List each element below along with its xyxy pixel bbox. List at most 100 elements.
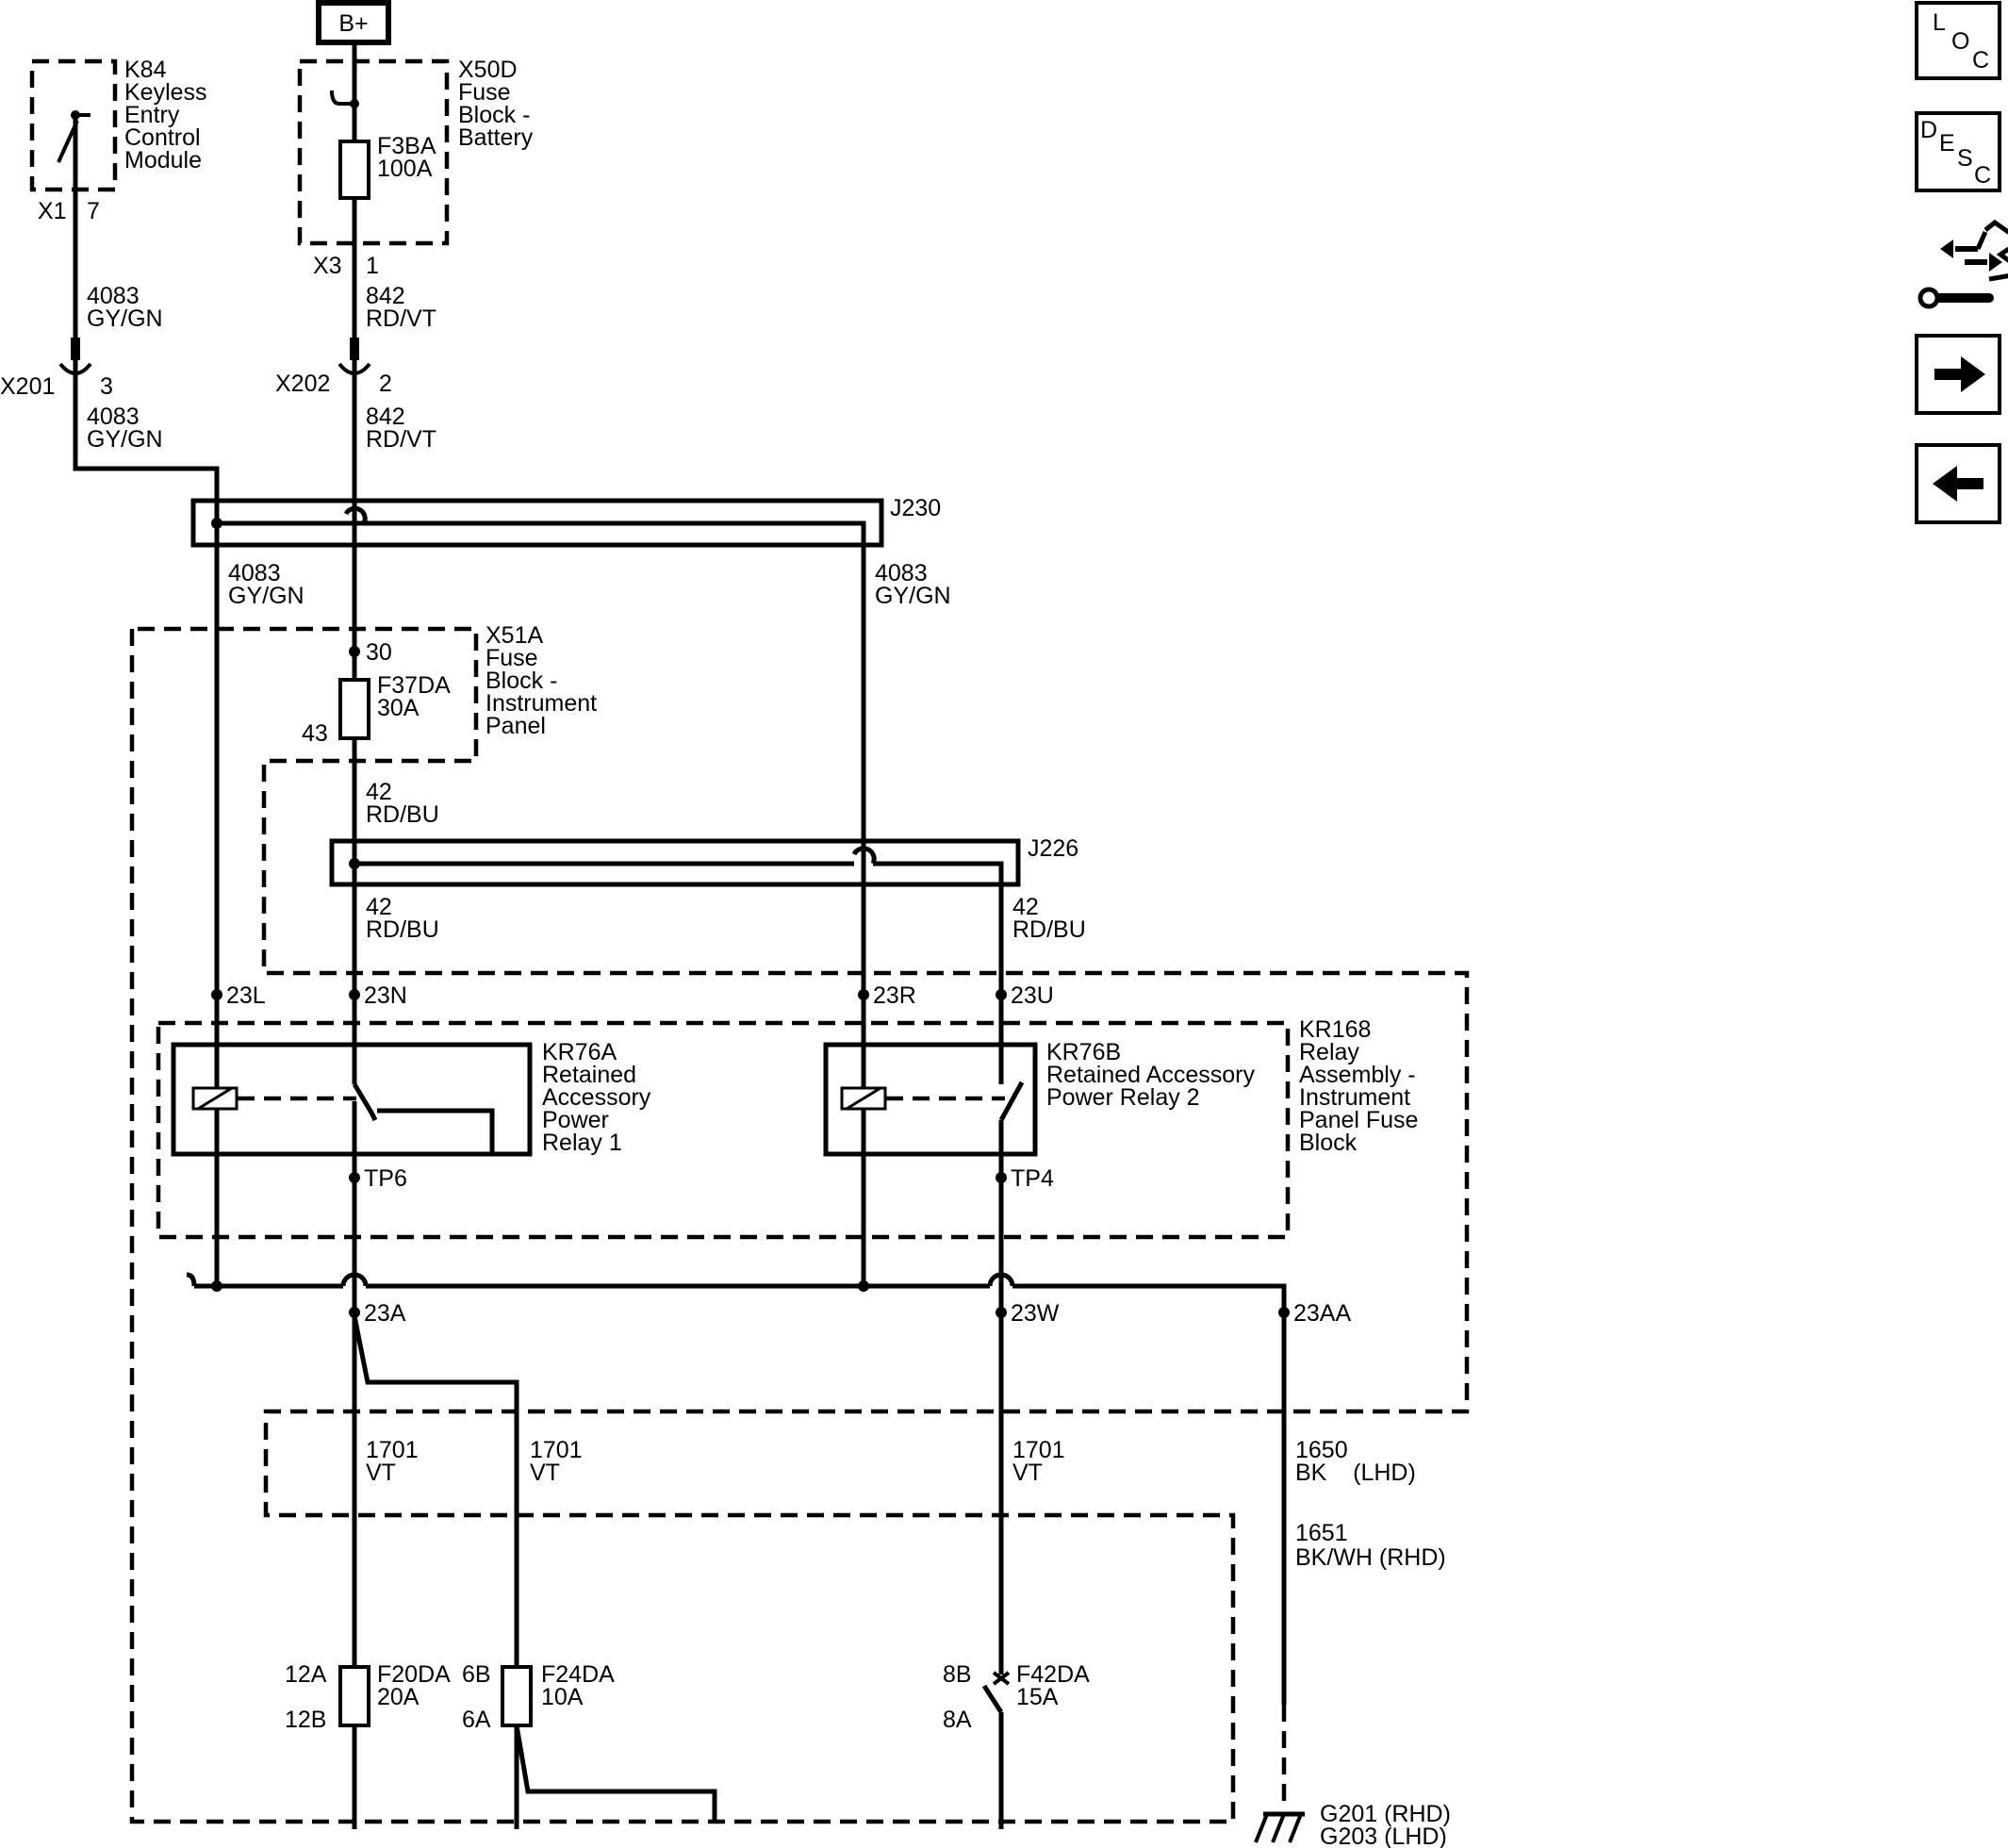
- x51a-pin-in: 30: [366, 639, 392, 666]
- wire-42-left-num: 42: [366, 894, 392, 920]
- battery-label: B+: [338, 10, 368, 37]
- f20da-name: F20DA: [377, 1661, 451, 1688]
- f24da-pin-top: 6B: [462, 1661, 491, 1688]
- k84-module: K84 Keyless Entry Control Module X1 7: [29, 57, 207, 224]
- wire-1650-num: 1650: [1295, 1437, 1348, 1463]
- kr168-label-1: KR168: [1299, 1016, 1371, 1043]
- f20da-pin-top: 12A: [285, 1661, 327, 1688]
- k84-pin: 7: [87, 198, 100, 224]
- wire-1701-c-color: VT: [1012, 1460, 1043, 1486]
- k84-label-2: Keyless: [124, 79, 207, 106]
- next-arrow-icon: [1961, 356, 1985, 392]
- f24da-pin-bottom: 6A: [462, 1707, 491, 1733]
- kr168-label-2: Relay: [1299, 1039, 1359, 1065]
- desc-letter-d: D: [1920, 117, 1937, 143]
- k84-label-5: Module: [124, 147, 202, 173]
- wire-1701-c-num: 1701: [1012, 1437, 1065, 1463]
- loc-button[interactable]: L O C: [1915, 1, 2001, 80]
- f37da-name: F37DA: [377, 672, 451, 699]
- kr168-label: KR168 Relay Assembly - Instrument Panel …: [1299, 1016, 1418, 1156]
- kr168-label-4: Instrument: [1299, 1084, 1410, 1111]
- test-point-tp4: TP4: [1011, 1165, 1054, 1192]
- fuse-f37da: [338, 678, 370, 740]
- f24da-rating: 10A: [541, 1684, 584, 1710]
- fuse-f42da: 8B 8A F42DA 15A: [943, 1661, 1090, 1829]
- inline-connector-x202: X202 2: [275, 338, 392, 397]
- kr76b-label-3: Power Relay 2: [1046, 1084, 1200, 1111]
- loc-letter-o: O: [1951, 28, 1969, 55]
- kr168-label-3: Assembly -: [1299, 1062, 1416, 1088]
- pin-23aa: 23AA: [1293, 1300, 1351, 1327]
- kr76a-label-5: Relay 1: [542, 1130, 622, 1156]
- f42da-pin-top: 8B: [943, 1661, 972, 1688]
- x202-pin: 2: [379, 371, 392, 397]
- relay-kr76b: KR76B Retained Accessory Power Relay 2: [823, 1039, 1255, 1157]
- j226-label: J226: [1028, 835, 1078, 862]
- back-button[interactable]: [1915, 443, 2001, 524]
- wire-42-top-num: 42: [366, 779, 392, 805]
- wire-842-mid-color: RD/VT: [366, 426, 436, 453]
- loc-letter-c: C: [1972, 47, 1989, 74]
- wire-42-right-num: 42: [1012, 894, 1039, 920]
- x201-name: X201: [0, 373, 55, 400]
- x50d-label-3: Block -: [458, 102, 530, 128]
- instrument-panel-fuse-block-outline: [129, 626, 1470, 1824]
- fuse-f24da: 6B 6A F24DA 10A: [462, 1661, 615, 1733]
- connector-repair-icon[interactable]: [1917, 219, 2008, 309]
- wire-1651-num: 1651: [1295, 1520, 1348, 1546]
- x50d-fuse-block: F3BA 100A X50D Fuse Block - Battery X3 1: [297, 57, 534, 279]
- f42da-pin-bottom: 8A: [943, 1707, 972, 1733]
- f20da-rating: 20A: [377, 1684, 420, 1710]
- wire-4083-left-color: GY/GN: [228, 583, 304, 609]
- wire-4083-right-num: 4083: [875, 560, 928, 586]
- pin-23w: 23W: [1011, 1300, 1060, 1327]
- x51a-label-3: Block -: [486, 668, 557, 694]
- fuse-f3ba: [338, 140, 370, 200]
- f42da-name: F42DA: [1016, 1661, 1090, 1688]
- ground-label-1: G201 (RHD): [1320, 1801, 1451, 1827]
- test-point-tp6: TP6: [364, 1165, 407, 1192]
- wire-4083-mid-color: GY/GN: [87, 426, 163, 453]
- x50d-pin: 1: [366, 253, 379, 279]
- fuse-f20da: 12A 12B F20DA 20A: [285, 1661, 451, 1733]
- x50d-label-2: Fuse: [458, 79, 511, 106]
- wire-42-top-color: RD/BU: [366, 801, 439, 828]
- k84-label-4: Control: [124, 124, 201, 151]
- pin-23r: 23R: [873, 982, 916, 1009]
- battery-terminal: B+: [316, 0, 391, 45]
- ground-label-2: G203 (LHD): [1320, 1823, 1447, 1848]
- pin-23n: 23N: [364, 982, 407, 1009]
- x201-pin: 3: [100, 373, 113, 400]
- f3ba-name: F3BA: [377, 133, 436, 159]
- wire-1701-a-color: VT: [366, 1460, 396, 1486]
- relay-kr76a: KR76A Retained Accessory Power Relay 1: [171, 1039, 651, 1157]
- kr168-label-5: Panel Fuse: [1299, 1107, 1418, 1133]
- x50d-label-1: X50D: [458, 57, 518, 83]
- x51a-pin-out: 43: [302, 720, 328, 747]
- x50d-connector: X3: [313, 253, 342, 279]
- wire-4083-right-color: GY/GN: [875, 583, 951, 609]
- pin-23l: 23L: [226, 982, 266, 1009]
- f3ba-rating: 100A: [377, 156, 433, 182]
- x50d-label-4: Battery: [458, 124, 534, 151]
- x51a-label-5: Panel: [486, 713, 546, 739]
- wire-4083-left-num: 4083: [228, 560, 281, 586]
- x51a-fuse-block: 30 F37DA 30A 43 X51A Fuse Block - Instru…: [302, 622, 597, 747]
- wire-1651-color: BK/WH (RHD): [1295, 1544, 1446, 1571]
- x202-name: X202: [275, 371, 330, 397]
- f42da-rating: 15A: [1016, 1684, 1059, 1710]
- wire-4083-mid-num: 4083: [87, 404, 140, 430]
- kr168-label-6: Block: [1299, 1130, 1358, 1156]
- desc-letter-s: S: [1957, 145, 1973, 172]
- wire-4083-top-num: 4083: [87, 283, 140, 309]
- back-arrow-icon: [1933, 466, 1957, 502]
- inline-connector-x201: X201 3: [0, 338, 113, 400]
- wire-42-right-color: RD/BU: [1012, 916, 1086, 943]
- f37da-rating: 30A: [377, 695, 420, 721]
- kr76a-label-4: Power: [542, 1107, 609, 1133]
- desc-button[interactable]: D E S C: [1915, 111, 2001, 192]
- next-button[interactable]: [1915, 334, 2001, 415]
- kr168-relay-assembly-outline: [156, 1020, 1291, 1240]
- pin-23u: 23U: [1011, 982, 1054, 1009]
